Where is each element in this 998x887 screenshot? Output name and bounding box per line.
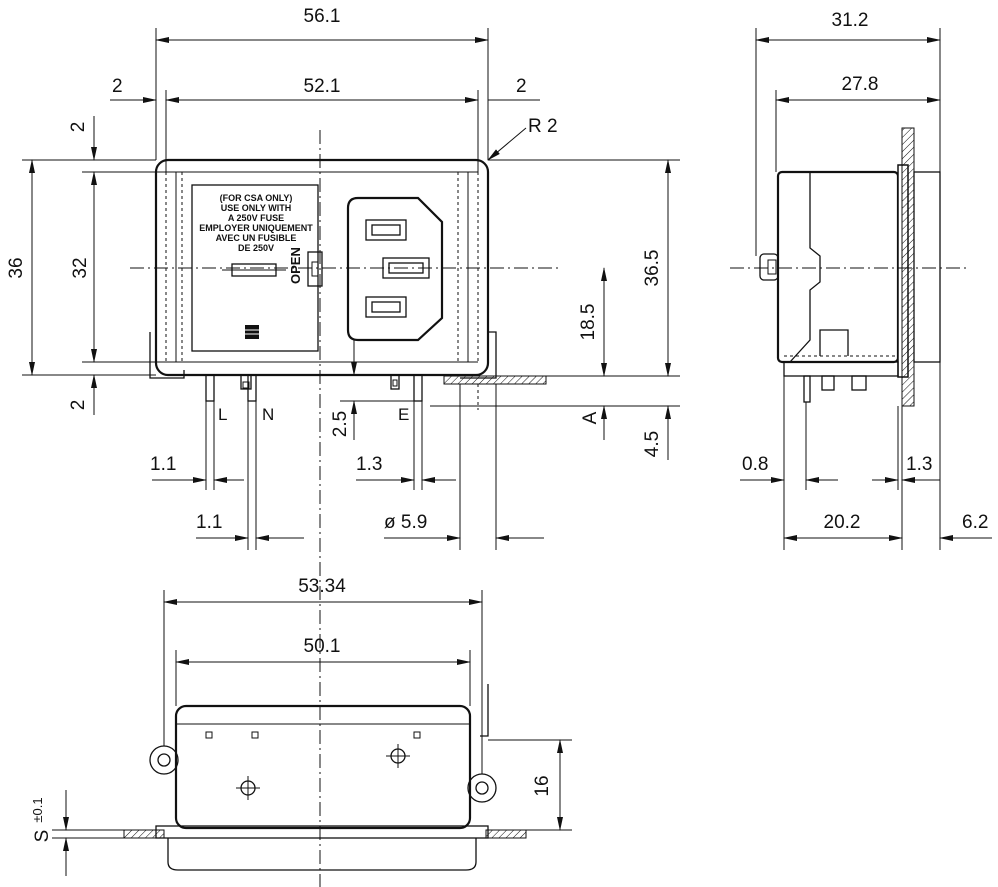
fuse-label-line-2: USE ONLY WITH [221, 203, 292, 213]
fuse-symbol-icon [222, 263, 286, 277]
side-view: 31.2 27.8 0.8 1.3 20.2 6.2 [730, 10, 992, 550]
dim-top-offset: 2 [68, 122, 89, 133]
panel-section-front [443, 375, 547, 385]
ground-symbol-icon [245, 325, 259, 339]
dim-hole-diameter: ø 5.9 [384, 512, 427, 533]
dim-body-width: 50.1 [304, 636, 341, 657]
pin-label-n: N [262, 405, 274, 424]
dim-pin-e-width: 1.3 [356, 454, 382, 475]
dim-radius: R 2 [528, 116, 558, 137]
dim-pin-l-width: 1.1 [150, 454, 176, 475]
mounting-hole-right-icon [467, 773, 497, 803]
bottom-view: 53.34 50.1 16 S ±0.1 [30, 576, 572, 876]
fuse-label-line-4: EMPLOYER UNIQUEMENT [199, 223, 313, 233]
mounting-hole-left-icon [149, 745, 179, 775]
screw-hole-icon [236, 744, 410, 800]
open-label: OPEN [288, 247, 303, 284]
dim-datum: A [580, 411, 601, 424]
dim-overall-height: 36 [6, 257, 27, 278]
front-view: (FOR CSA ONLY) USE ONLY WITH A 250V FUSE… [6, 6, 680, 887]
panel-section-bottom [123, 829, 165, 839]
pin-label-l: L [218, 405, 227, 424]
dim-datum-offset: 4.5 [642, 431, 663, 457]
side-body [776, 170, 900, 364]
dim-right-offset: 2 [516, 76, 527, 97]
dim-bottom-offset: 2 [68, 400, 89, 411]
inlet-pin-neutral [365, 296, 407, 318]
dim-total-height: 36.5 [642, 250, 663, 287]
fuse-label-line-6: DE 250V [238, 243, 274, 253]
dim-pin-offset: 0.8 [742, 454, 768, 475]
pin-l [205, 374, 215, 402]
iec-inlet-outline [346, 196, 444, 342]
fuse-label-line-5: AVEC UN FUSIBLE [216, 233, 297, 243]
open-tab [307, 251, 323, 287]
dim-pin-n-width: 1.1 [196, 512, 222, 533]
dim-inner-width: 52.1 [304, 76, 341, 97]
fuse-label-line-3: A 250V FUSE [228, 213, 284, 223]
panel-section-side [901, 127, 915, 407]
dim-inner-height: 32 [70, 257, 91, 278]
inlet-pin-line [365, 219, 407, 241]
dim-body-depth: 27.8 [842, 74, 879, 95]
dim-body-length: 20.2 [824, 512, 861, 533]
dim-overall-depth: 31.2 [832, 10, 869, 31]
dim-panel-thickness: S [32, 830, 53, 843]
dim-overall-width: 56.1 [304, 6, 341, 27]
pin-n [240, 374, 252, 390]
dim-panel-tolerance: ±0.1 [30, 797, 45, 822]
fuse-label-line-1: (FOR CSA ONLY) [220, 193, 293, 203]
dim-pin-length: 2.5 [330, 411, 351, 437]
pin-label-e: E [398, 405, 409, 424]
dim-mount-height: 16 [532, 775, 553, 796]
dim-hole-spacing: 53.34 [298, 576, 346, 597]
dim-left-offset: 2 [112, 76, 123, 97]
dim-flange-thickness: 1.3 [906, 454, 932, 475]
pin-e [390, 374, 400, 390]
dim-center-height: 18.5 [578, 304, 599, 341]
dim-front-protrusion: 6.2 [962, 512, 988, 533]
